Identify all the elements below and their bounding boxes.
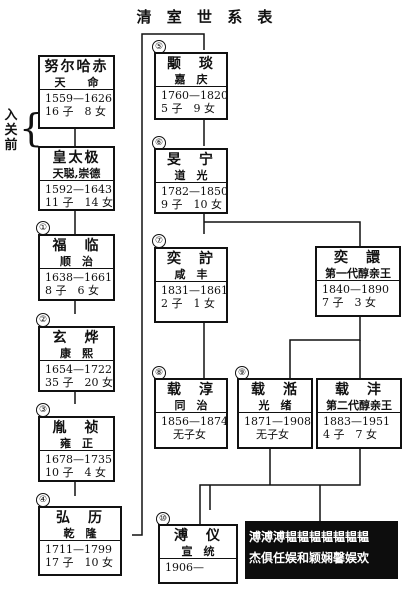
ruler-era: 第二代醇亲王	[326, 399, 392, 412]
emperor-number: ⑦	[152, 234, 166, 248]
ruler-era: 嘉 庆	[174, 73, 208, 86]
siblings-line-1: 溥溥溥韫韫韫韫韫韫韫	[249, 530, 370, 544]
ruler-years: 1760—1820	[161, 89, 228, 102]
ruler-era: 道 光	[174, 169, 208, 182]
ruler-name: 载 淳	[167, 382, 215, 398]
emperor-number: ①	[36, 221, 50, 235]
page-title: 清 室 世 系 表	[136, 8, 278, 26]
ruler-box-puyi: 溥 仪宣 统 1906—	[158, 524, 238, 584]
ruler-name: 努尔哈赤	[44, 59, 109, 75]
ruler-era: 第一代醇亲王	[325, 267, 391, 280]
ruler-era: 光 绪	[258, 399, 292, 412]
ruler-children: 2 子 1 女	[161, 297, 215, 310]
ruler-years: 1592—1643	[45, 183, 112, 196]
emperor-number: ④	[36, 493, 50, 507]
ruler-name: 颙 琰	[167, 56, 215, 72]
ruler-era: 雍 正	[60, 437, 93, 450]
ruler-name: 奕 詝	[167, 251, 215, 267]
ruler-era: 康 熙	[60, 347, 93, 360]
ruler-name: 载 沣	[335, 382, 383, 398]
ruler-era: 同 治	[174, 399, 208, 412]
ruler-children: 无子女	[256, 428, 289, 441]
ruler-children: 7 子 3 女	[322, 296, 376, 309]
ruler-name: 载 湉	[251, 382, 299, 398]
ruler-era: 天聪,崇德	[52, 167, 101, 180]
siblings-box: 溥溥溥韫韫韫韫韫韫韫 杰俱任娱和颖娴馨娱欢	[245, 521, 398, 579]
ruler-name: 皇太极	[52, 150, 101, 166]
ruler-children: 16 子 8 女	[45, 105, 106, 118]
ruler-era: 咸 丰	[174, 268, 208, 281]
ruler-children: 35 子 20 女	[45, 376, 113, 389]
ruler-years: 1559—1626	[45, 92, 112, 105]
emperor-number: ③	[36, 403, 50, 417]
ruler-years: 1711—1799	[45, 543, 112, 556]
emperor-number: ②	[36, 313, 50, 327]
pre-conquest-label: 入关前	[4, 108, 18, 153]
ruler-years: 1856—1874	[161, 415, 228, 428]
ruler-name: 胤 祯	[52, 420, 101, 436]
ruler-years: 1906—	[165, 561, 204, 574]
ruler-name: 福 临	[52, 238, 101, 254]
ruler-children: 无子女	[173, 428, 206, 441]
ruler-years: 1831—1861	[161, 284, 228, 297]
ruler-children: 8 子 6 女	[45, 284, 99, 297]
ruler-era: 宣 统	[181, 545, 215, 558]
ruler-years: 1840—1890	[322, 283, 389, 296]
ruler-children: 11 子 14 女	[45, 196, 113, 209]
ruler-children: 4 子 7 女	[323, 428, 377, 441]
ruler-years: 1654—1722	[45, 363, 112, 376]
siblings-line-2: 杰俱任娱和颖娴馨娱欢	[249, 551, 370, 565]
ruler-era: 天 命	[54, 76, 99, 89]
ruler-years: 1782—1850	[161, 185, 228, 198]
ruler-name: 弘 历	[56, 510, 104, 526]
emperor-number: ⑧	[152, 366, 166, 380]
ruler-children: 10 子 4 女	[45, 466, 106, 479]
ruler-years: 1638—1661	[45, 271, 112, 284]
ruler-name: 旻 宁	[167, 152, 215, 168]
ruler-children: 9 子 10 女	[161, 198, 222, 211]
ruler-name: 奕 譞	[334, 250, 382, 266]
ruler-children: 5 子 9 女	[161, 102, 215, 115]
ruler-name: 玄 烨	[52, 330, 101, 346]
ruler-children: 17 子 10 女	[45, 556, 113, 569]
ruler-era: 顺 治	[60, 255, 93, 268]
ruler-name: 溥 仪	[174, 528, 222, 544]
ruler-years: 1883—1951	[323, 415, 390, 428]
ruler-years: 1678—1735	[45, 453, 112, 466]
ruler-era: 乾 隆	[63, 527, 97, 540]
ruler-years: 1871—1908	[244, 415, 311, 428]
